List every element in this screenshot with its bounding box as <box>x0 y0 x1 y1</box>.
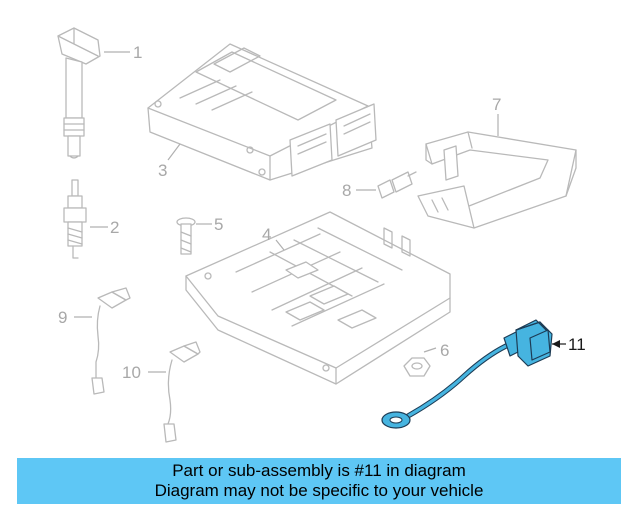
callout-10[interactable]: 10 <box>122 363 141 382</box>
leader-4 <box>275 239 285 251</box>
banner-line-disclaimer: Diagram may not be specific to your vehi… <box>154 481 484 500</box>
leader-6 <box>423 347 437 353</box>
callout-9[interactable]: 9 <box>58 308 67 327</box>
ecu-bracket-part[interactable] <box>417 131 577 229</box>
callout-4[interactable]: 4 <box>262 225 271 244</box>
callout-7[interactable]: 7 <box>492 95 501 114</box>
callout-1[interactable]: 1 <box>133 43 142 62</box>
callout-3[interactable]: 3 <box>158 161 167 180</box>
knock-sensor-part[interactable] <box>381 319 553 429</box>
spark-plug-part[interactable] <box>63 179 87 259</box>
banner-line-part: Part or sub-assembly is #11 in diagram <box>172 461 466 480</box>
bolt-part[interactable] <box>176 217 196 255</box>
crankshaft-sensor-part[interactable] <box>163 341 201 443</box>
callout-2[interactable]: 2 <box>110 218 119 237</box>
info-banner: Part or sub-assembly is #11 in diagram D… <box>17 458 621 504</box>
callout-6[interactable]: 6 <box>440 341 449 360</box>
parts-diagram: 1 2 3 5 <box>57 27 586 443</box>
callout-11[interactable]: 11 <box>568 335 586 354</box>
callout-5[interactable]: 5 <box>214 215 223 234</box>
arrowhead-11 <box>552 340 560 348</box>
mounting-bracket-part[interactable] <box>185 211 451 385</box>
camshaft-sensor-part[interactable] <box>91 287 131 395</box>
engine-control-module-part[interactable] <box>147 43 377 181</box>
temperature-sensor-part[interactable] <box>377 171 417 199</box>
ignition-coil-part[interactable] <box>57 27 101 159</box>
nut-part[interactable] <box>403 357 431 377</box>
leader-3 <box>167 143 181 161</box>
callout-8[interactable]: 8 <box>342 181 351 200</box>
